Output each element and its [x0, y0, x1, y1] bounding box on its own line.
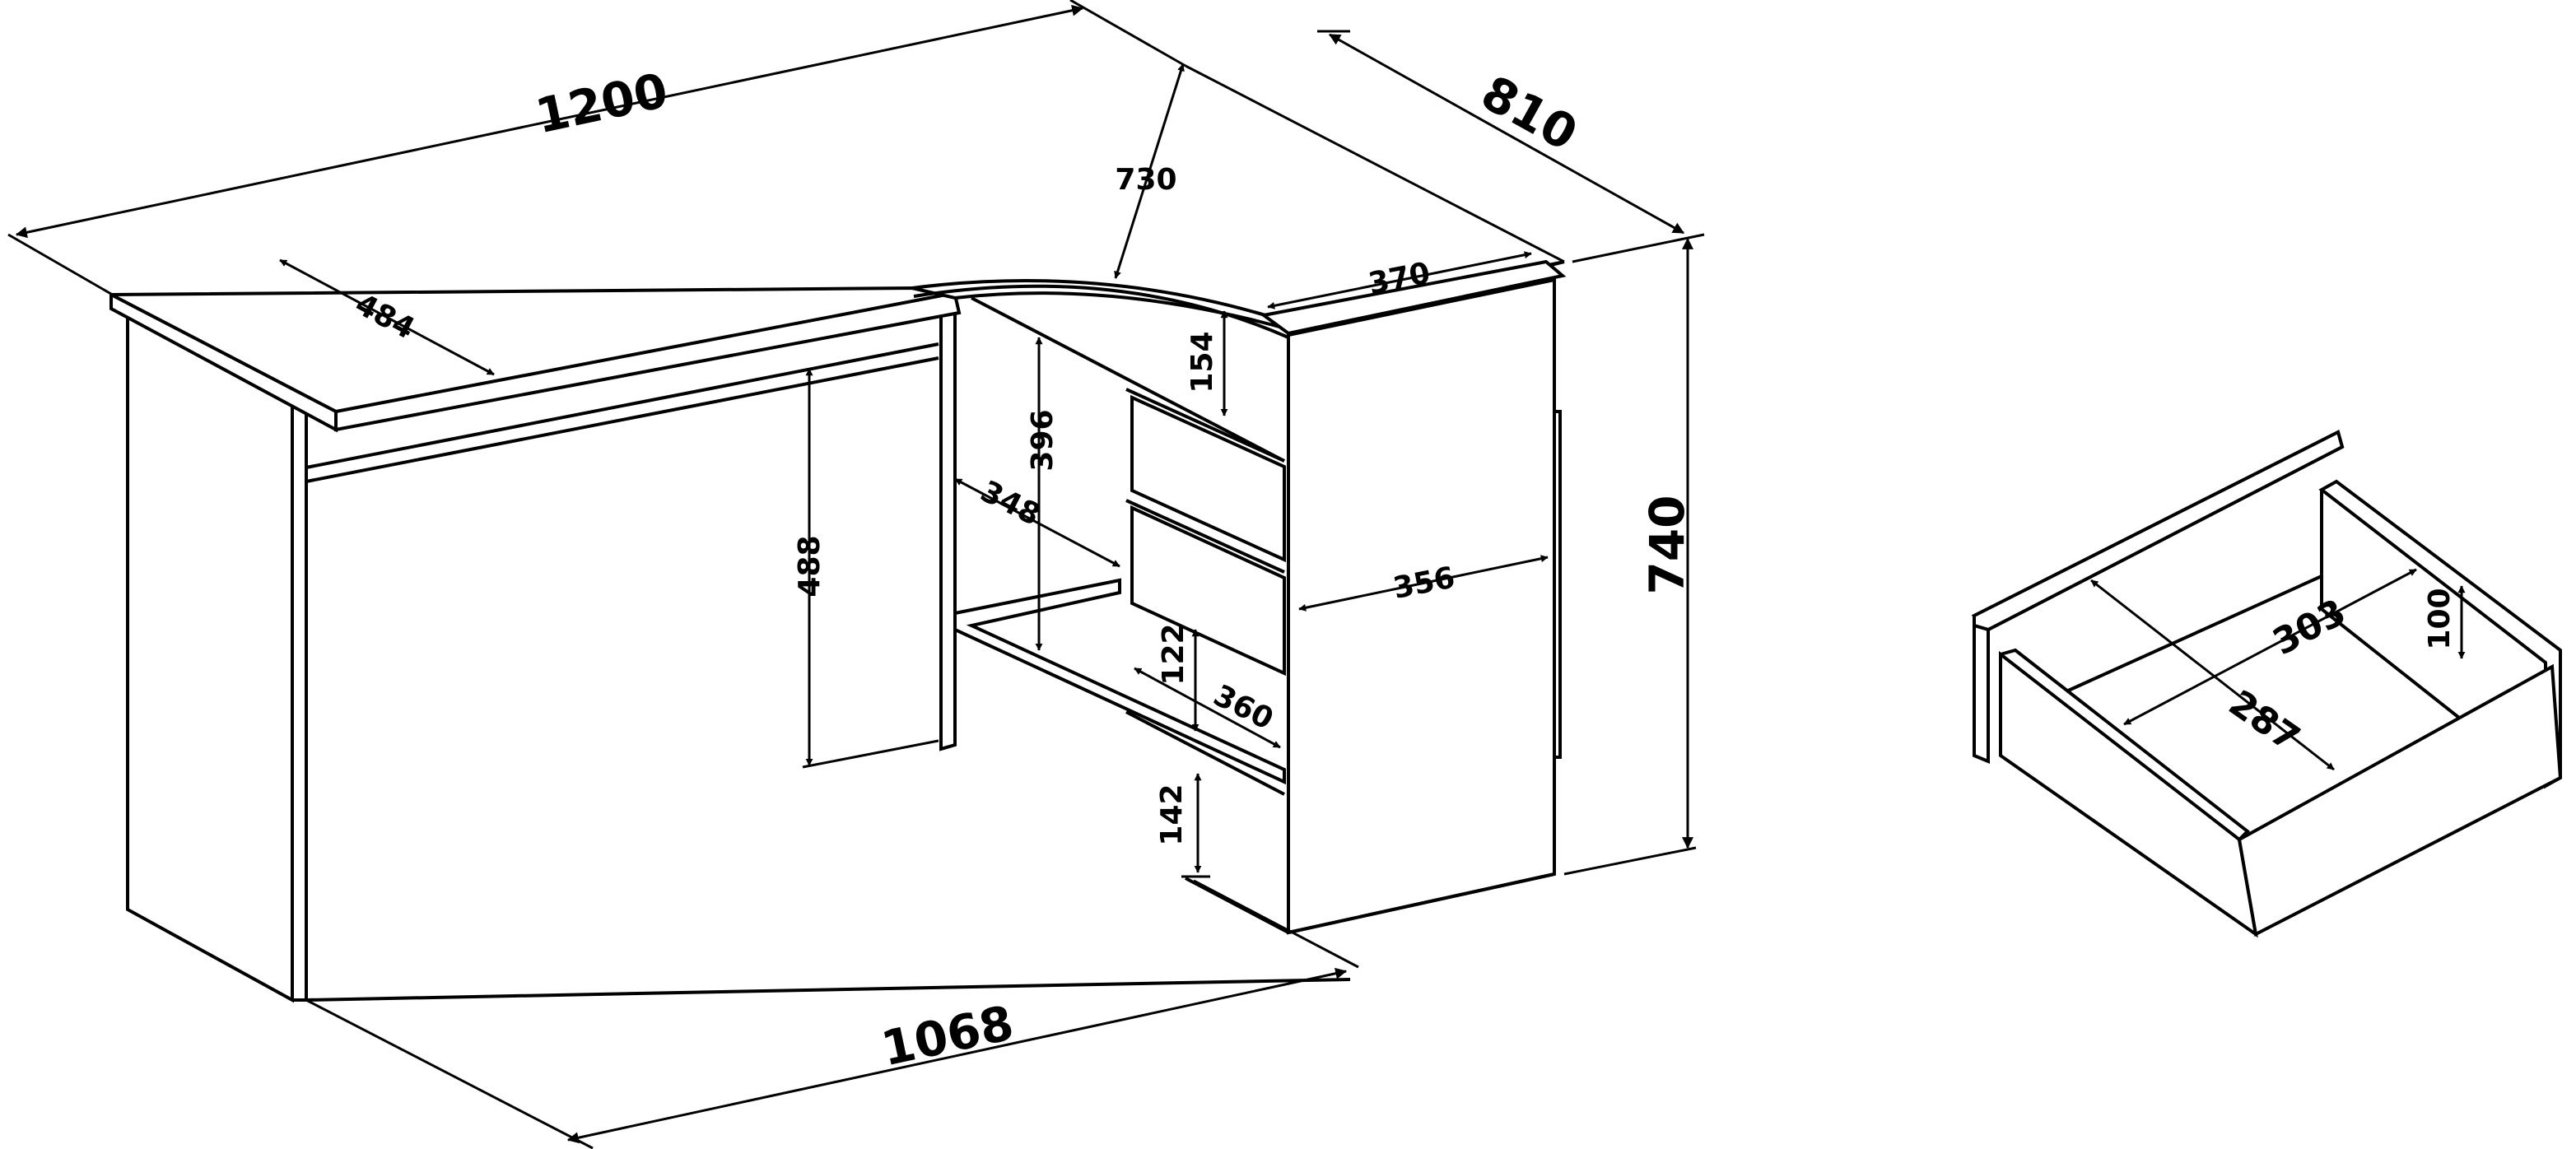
dim-370-line	[1267, 251, 1532, 309]
open-shelf	[953, 578, 1286, 785]
dim-810-line	[1328, 33, 1685, 235]
dim-348-line	[954, 477, 1120, 568]
floor-front	[305, 978, 1351, 1002]
dim-142-label: 142	[1155, 784, 1189, 845]
desk-dimensions: 1200 810 740 1068 484 730 370 154 396	[7, 0, 1705, 1149]
middle-panel	[939, 296, 957, 751]
dim-730-line	[1114, 63, 1185, 279]
dim-488-label: 488	[793, 535, 827, 597]
drawer-back-top	[1973, 430, 2345, 632]
dim-303-label: 303	[2266, 591, 2353, 663]
dim-1200-line	[15, 4, 1084, 239]
dim-484-line	[279, 258, 495, 376]
drawer-divider	[1125, 499, 1285, 574]
cabinet-bottom-front	[1185, 877, 1289, 934]
cabinet-right-trim	[1554, 410, 1562, 759]
lower-drawer-front	[1130, 505, 1286, 677]
dim-740-label: 740	[1639, 495, 1695, 594]
back-rail	[305, 342, 939, 469]
dim-287-label: 287	[2221, 682, 2307, 760]
dim-287-line	[2090, 579, 2335, 771]
dim-1200-label: 1200	[531, 62, 673, 144]
dim-100-label: 100	[2423, 588, 2457, 649]
left-desktop-top-edge	[335, 291, 956, 413]
dim-122-label: 122	[1157, 623, 1190, 685]
drawer-front-panel	[1999, 650, 2258, 938]
left-panel-edge	[292, 404, 308, 1002]
left-side-panel	[126, 312, 294, 1003]
upper-drawer-top	[1125, 388, 1285, 463]
cabinet-floor	[1288, 872, 1555, 934]
dim-154-label: 154	[1186, 331, 1219, 393]
upper-drawer-front	[1130, 394, 1286, 563]
dim-356-line	[1298, 555, 1549, 612]
dim-396-label: 396	[1026, 409, 1060, 471]
desk	[109, 259, 1567, 1003]
dim-360-line	[1134, 667, 1281, 749]
drawer-detail: 303 287 100	[1971, 430, 2563, 938]
left-desktop-top-front	[109, 291, 338, 433]
back-rail-lower	[305, 356, 939, 483]
corner-curve-front	[913, 284, 1289, 339]
dim-730-label: 730	[1115, 163, 1176, 197]
dim-348-label: 348	[975, 474, 1046, 533]
drawer-left-panel	[1973, 623, 1990, 764]
dim-1068-label: 1068	[877, 994, 1018, 1077]
cabinet-side-panel	[1287, 277, 1556, 935]
cabinet-inner-back	[971, 296, 1285, 463]
dim-1068-line	[566, 967, 1348, 1144]
drawer-front-outer	[2237, 663, 2563, 937]
